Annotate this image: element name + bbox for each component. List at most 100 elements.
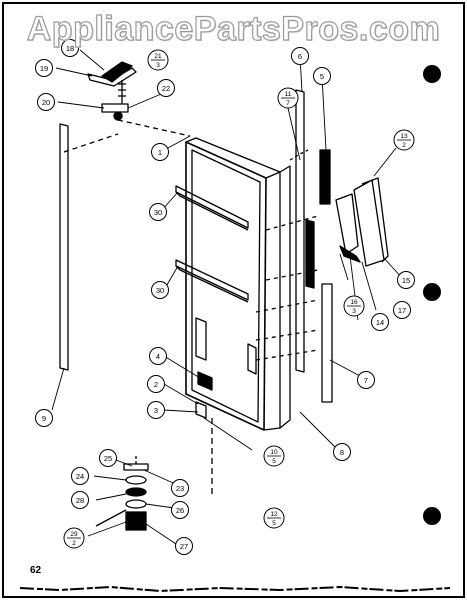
callout-21-over-3: 213 <box>147 49 169 71</box>
registration-dot <box>423 507 441 525</box>
svg-text:16: 16 <box>350 299 358 306</box>
callout-3: 3 <box>147 401 165 419</box>
svg-text:3: 3 <box>154 406 158 415</box>
trim-strip-lower <box>321 283 333 403</box>
callout-7: 7 <box>357 371 375 389</box>
callout-30-upper: 30 <box>149 203 167 221</box>
svg-text:30: 30 <box>154 208 162 217</box>
callout-12-over-5: 125 <box>263 507 285 529</box>
door-skin-strip <box>295 89 305 373</box>
callout-5: 5 <box>313 67 331 85</box>
svg-text:1: 1 <box>158 148 162 157</box>
door-liner <box>185 141 267 431</box>
svg-text:27: 27 <box>180 542 188 551</box>
callout-19: 19 <box>35 59 53 77</box>
callout-22: 22 <box>157 79 175 97</box>
svg-text:18: 18 <box>66 44 74 53</box>
callout-16-over-3: 163 <box>343 295 365 317</box>
svg-text:3: 3 <box>352 308 356 315</box>
door-edge <box>185 137 281 173</box>
svg-text:21: 21 <box>154 53 162 60</box>
hinge-part <box>87 67 137 87</box>
door-liner-inner <box>191 149 261 423</box>
assembly-line <box>117 119 191 137</box>
hinge-washer <box>125 475 147 485</box>
door-handle-cap <box>361 177 389 263</box>
callout-23: 23 <box>171 479 189 497</box>
callout-20: 20 <box>37 93 55 111</box>
callout-28: 28 <box>71 491 89 509</box>
liner-bracket <box>195 317 207 361</box>
hinge-bushing <box>113 111 123 121</box>
svg-text:7: 7 <box>364 376 368 385</box>
lower-pivot <box>195 401 207 419</box>
callout-9: 9 <box>35 409 53 427</box>
svg-text:4: 4 <box>156 352 160 361</box>
door-skin-strip <box>279 165 291 429</box>
hinge-washer <box>125 487 147 497</box>
registration-dot <box>423 65 441 83</box>
callout-10-over-5: 105 <box>263 445 285 467</box>
callout-8: 8 <box>333 443 351 461</box>
callout-11-over-7: 117 <box>277 87 299 109</box>
svg-text:2: 2 <box>402 142 406 149</box>
callout-29-over-2: 292 <box>63 527 85 549</box>
callout-6: 6 <box>291 47 309 65</box>
hinge-screw-lower <box>95 509 127 527</box>
svg-text:19: 19 <box>40 64 48 73</box>
svg-text:14: 14 <box>376 318 384 327</box>
svg-text:17: 17 <box>398 306 406 315</box>
svg-text:5: 5 <box>272 458 276 465</box>
svg-text:5: 5 <box>320 72 324 81</box>
callout-30-lower: 30 <box>151 281 169 299</box>
svg-text:15: 15 <box>402 276 410 285</box>
callouts: 18 19 20 213 22 1 30 30 4 2 3 9 105 125 … <box>35 39 415 555</box>
svg-text:30: 30 <box>156 286 164 295</box>
callout-15: 15 <box>397 271 415 289</box>
door-outer-panel <box>263 171 281 431</box>
page-number: 62 <box>30 565 42 576</box>
callout-14: 14 <box>371 313 389 331</box>
svg-text:29: 29 <box>70 531 78 538</box>
callout-1: 1 <box>151 143 169 161</box>
svg-text:2: 2 <box>72 540 76 547</box>
svg-text:28: 28 <box>76 496 84 505</box>
callout-25: 25 <box>99 449 117 467</box>
alignment-guide <box>255 215 319 361</box>
svg-text:12: 12 <box>270 511 278 518</box>
svg-text:6: 6 <box>298 52 302 61</box>
svg-text:23: 23 <box>176 484 184 493</box>
liner-bracket <box>247 343 257 375</box>
svg-text:24: 24 <box>76 472 84 481</box>
drawing-lines <box>51 49 403 545</box>
svg-text:8: 8 <box>340 448 344 457</box>
callout-4: 4 <box>149 347 167 365</box>
callout-24: 24 <box>71 467 89 485</box>
door-actuator <box>197 371 213 391</box>
hinge-bracket <box>101 103 129 113</box>
svg-text:3: 3 <box>156 62 160 69</box>
assembly-line <box>63 133 119 153</box>
svg-text:25: 25 <box>104 454 112 463</box>
callout-2: 2 <box>147 375 165 393</box>
svg-text:5: 5 <box>272 520 276 527</box>
svg-text:9: 9 <box>42 414 46 423</box>
door-gasket-strip <box>59 123 69 371</box>
svg-text:10: 10 <box>270 449 278 456</box>
door-handle-end <box>339 245 361 263</box>
door-shelf-upper <box>175 185 249 229</box>
callout-26: 26 <box>171 501 189 519</box>
svg-text:7: 7 <box>286 100 290 107</box>
lower-hinge-bracket <box>125 511 147 531</box>
trim-strip-mid <box>305 219 315 289</box>
callout-27: 27 <box>175 537 193 555</box>
callout-13-over-2: 132 <box>393 129 415 151</box>
callout-18: 18 <box>61 39 79 57</box>
hinge-screw <box>118 80 126 104</box>
hinge-cover-part <box>101 61 133 83</box>
trim-strip-top <box>319 149 331 205</box>
hinge-washer <box>125 499 147 509</box>
